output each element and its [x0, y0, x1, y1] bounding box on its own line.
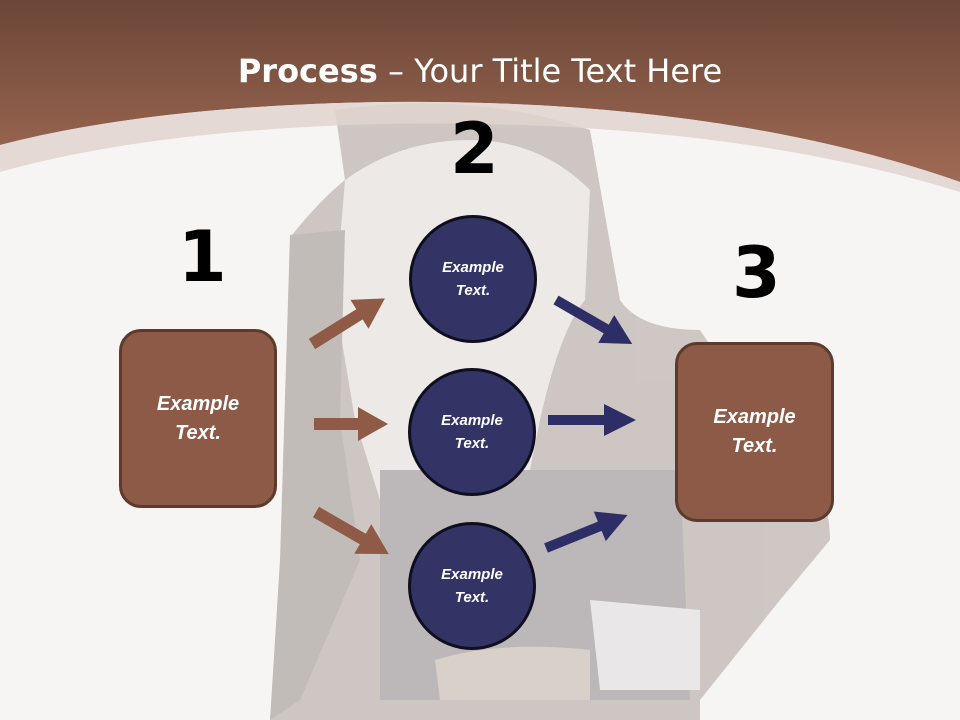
circle-3-line1: Example — [441, 566, 503, 583]
slide-title: Process – Your Title Text Here — [0, 52, 960, 90]
arrow-to-circle-3 — [313, 506, 389, 554]
arrows-right — [544, 295, 636, 553]
process-circle-3: Example Text. — [408, 522, 536, 650]
header-swoosh — [0, 101, 960, 192]
end-box-line2: Text. — [731, 435, 778, 457]
arrows-left — [308, 298, 389, 554]
arrow-from-circle-3 — [544, 511, 628, 553]
circle-1-line2: Text. — [455, 282, 491, 299]
circle-1-line1: Example — [442, 259, 504, 276]
title-rest: – Your Title Text Here — [377, 52, 723, 90]
end-box: Example Text. — [675, 342, 834, 522]
process-circle-1: Example Text. — [409, 215, 537, 343]
start-box: Example Text. — [119, 329, 277, 508]
arrow-from-circle-2 — [548, 404, 636, 436]
step-number-1: 1 — [178, 216, 227, 298]
arrow-to-circle-1 — [308, 298, 385, 350]
circle-2-line1: Example — [441, 412, 503, 429]
step-number-3: 3 — [732, 232, 781, 314]
process-circle-2: Example Text. — [408, 368, 536, 496]
circle-2-line2: Text. — [454, 435, 490, 452]
arrow-to-circle-2 — [314, 407, 388, 441]
step-number-2: 2 — [450, 108, 499, 190]
start-box-line1: Example — [156, 392, 240, 415]
arrow-from-circle-1 — [553, 295, 633, 344]
start-box-line2: Text. — [175, 421, 221, 444]
header-band — [0, 0, 960, 182]
title-bold: Process — [237, 52, 378, 90]
end-box-line1: Example — [713, 406, 796, 428]
circle-3-line2: Text. — [454, 589, 490, 606]
